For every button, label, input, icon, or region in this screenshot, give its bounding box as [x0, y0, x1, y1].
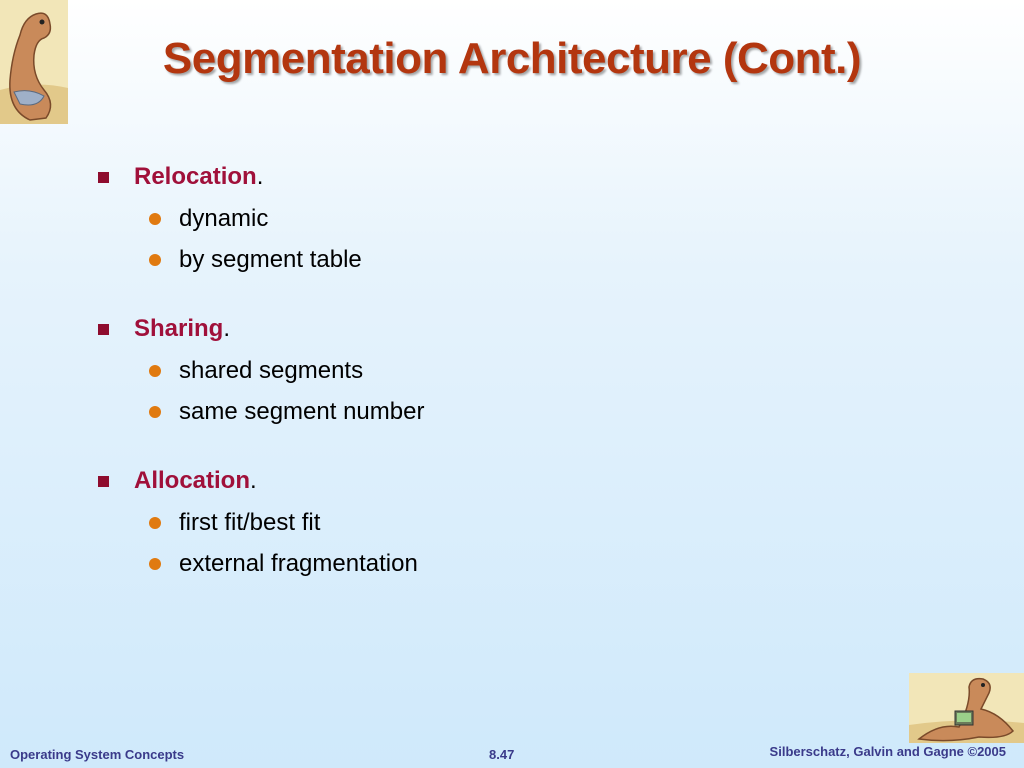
bullet-text: external fragmentation	[179, 550, 418, 577]
section-sharing: Sharing. shared segments same segment nu…	[96, 308, 896, 432]
square-bullet-icon	[98, 172, 109, 183]
slide-content: Relocation. dynamic by segment table Sha…	[96, 156, 896, 612]
round-bullet-icon	[149, 558, 161, 570]
round-bullet-icon	[149, 213, 161, 225]
dinosaur-logo-icon	[0, 0, 68, 124]
bullet-text: by segment table	[179, 246, 362, 273]
bullet-level2: shared segments	[96, 350, 896, 391]
footer-course-title: Operating System Concepts	[10, 747, 185, 762]
bullet-level2: external fragmentation	[96, 543, 896, 584]
bullet-level1: Sharing.	[96, 308, 896, 350]
section-allocation: Allocation. first fit/best fit external …	[96, 460, 896, 584]
bullet-text: shared segments	[179, 357, 364, 384]
section-heading: Relocation	[134, 163, 257, 190]
square-bullet-icon	[98, 324, 109, 335]
bullet-level2: by segment table	[96, 239, 896, 280]
bullet-text: dynamic	[179, 205, 269, 232]
section-heading: Sharing	[134, 315, 224, 342]
round-bullet-icon	[149, 517, 161, 529]
footer-slide-number: 8.47	[489, 747, 515, 762]
heading-punct: .	[256, 163, 264, 190]
bullet-level2: same segment number	[96, 391, 896, 432]
round-bullet-icon	[149, 365, 161, 377]
bullet-text: same segment number	[179, 398, 425, 425]
footer-copyright: Silberschatz, Galvin and Gagne ©2005	[769, 744, 1006, 759]
square-bullet-icon	[98, 476, 109, 487]
bullet-level2: first fit/best fit	[96, 502, 896, 543]
heading-punct: .	[250, 467, 257, 494]
bullet-text: first fit/best fit	[179, 509, 321, 536]
section-heading: Allocation	[134, 467, 251, 494]
dinosaur-computer-icon	[909, 673, 1024, 743]
round-bullet-icon	[149, 406, 161, 418]
section-relocation: Relocation. dynamic by segment table	[96, 156, 896, 280]
bullet-level1: Relocation.	[96, 156, 896, 198]
bullet-level1: Allocation.	[96, 460, 896, 502]
slide-title: Segmentation Architecture (Cont.)	[162, 34, 862, 83]
bullet-level2: dynamic	[96, 198, 896, 239]
round-bullet-icon	[149, 254, 161, 266]
heading-punct: .	[223, 315, 231, 342]
